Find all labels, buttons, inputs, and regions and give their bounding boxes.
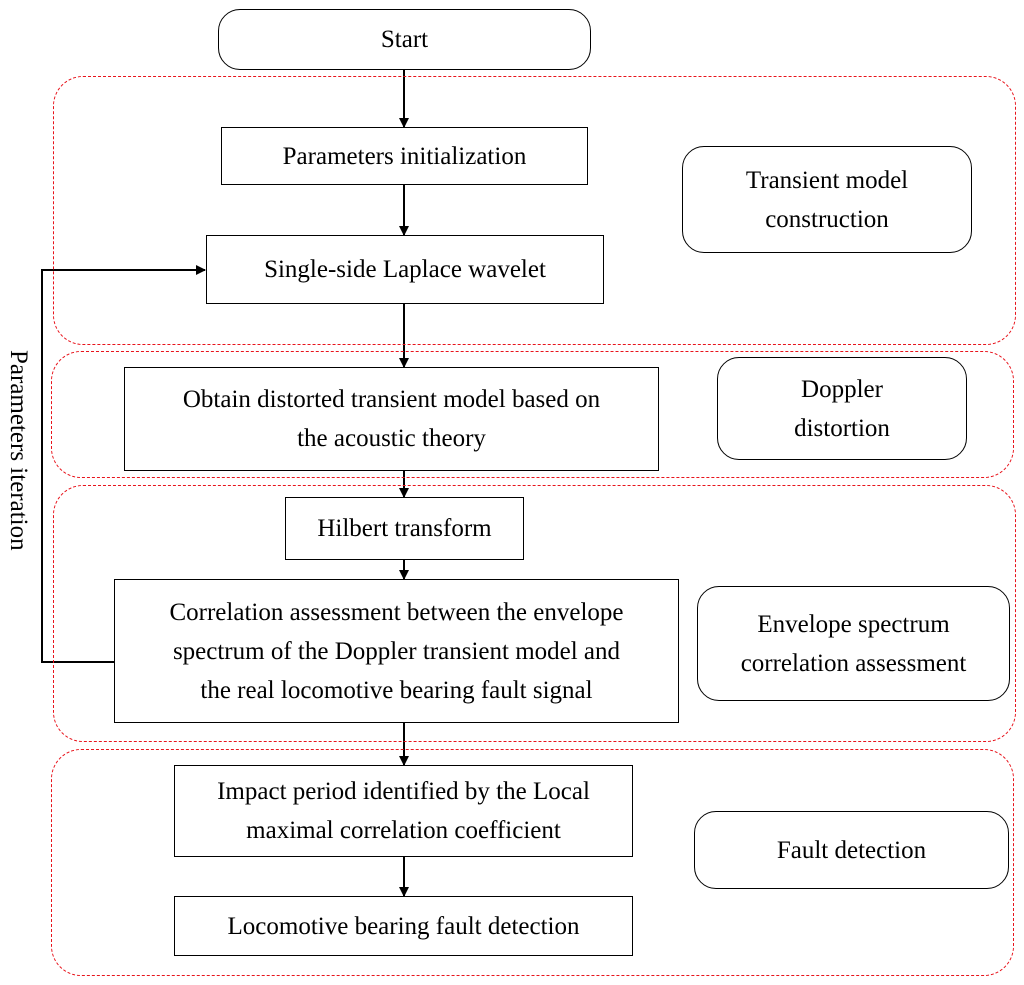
parameters-iteration-text: Parameters iteration — [5, 349, 32, 551]
laplace-wavelet-box: Single-side Laplace wavelet — [206, 235, 604, 304]
correlation-line-2: spectrum of the Doppler transient model … — [172, 637, 621, 665]
parameters-iteration-label: Parameters iteration — [3, 335, 33, 565]
stage-envelope-line-1: Envelope spectrum — [757, 610, 950, 638]
distorted-model-box: Obtain distorted transient model based o… — [124, 367, 659, 471]
start-node: Start — [218, 9, 591, 70]
stage-transient-model: Transient model construction — [682, 146, 972, 253]
fault-detection-box: Locomotive bearing fault detection — [174, 896, 633, 956]
parameters-initialization-box: Parameters initialization — [221, 127, 588, 185]
impact-period-line-1: Impact period identified by the Local — [217, 778, 590, 805]
distorted-model-line-1: Obtain distorted transient model based o… — [182, 386, 601, 413]
impact-period-line-2: maximal correlation coefficient — [246, 817, 561, 844]
correlation-assessment-box: Correlation assessment between the envel… — [114, 579, 679, 723]
hilbert-transform-label: Hilbert transform — [317, 515, 492, 542]
feedback-loop-arrow — [41, 265, 206, 663]
correlation-line-1: Correlation assessment between the envel… — [169, 598, 624, 626]
stage-envelope-correlation: Envelope spectrum correlation assessment — [697, 586, 1010, 701]
start-label: Start — [380, 26, 429, 53]
laplace-wavelet-label: Single-side Laplace wavelet — [264, 256, 546, 283]
stage-transient-line-2: construction — [765, 205, 889, 233]
correlation-line-3: the real locomotive bearing fault signal — [200, 676, 593, 704]
group-transient-model — [53, 76, 1016, 345]
distorted-model-line-2: the acoustic theory — [297, 425, 486, 452]
hilbert-transform-box: Hilbert transform — [285, 497, 524, 560]
parameters-initialization-label: Parameters initialization — [282, 142, 527, 170]
stage-doppler-line-2: distortion — [794, 414, 890, 442]
stage-envelope-line-2: correlation assessment — [740, 649, 967, 677]
stage-fault-label: Fault detection — [776, 836, 927, 864]
group-fault-detection — [51, 749, 1014, 976]
stage-doppler-distortion: Doppler distortion — [717, 357, 967, 460]
group-doppler-distortion — [51, 351, 1014, 478]
impact-period-box: Impact period identified by the Local ma… — [174, 765, 633, 857]
stage-doppler-line-1: Doppler — [801, 375, 883, 403]
stage-transient-line-1: Transient model — [745, 166, 909, 194]
fault-detection-label: Locomotive bearing fault detection — [227, 912, 580, 940]
stage-fault-detection: Fault detection — [694, 811, 1009, 889]
group-envelope-correlation — [53, 485, 1016, 742]
